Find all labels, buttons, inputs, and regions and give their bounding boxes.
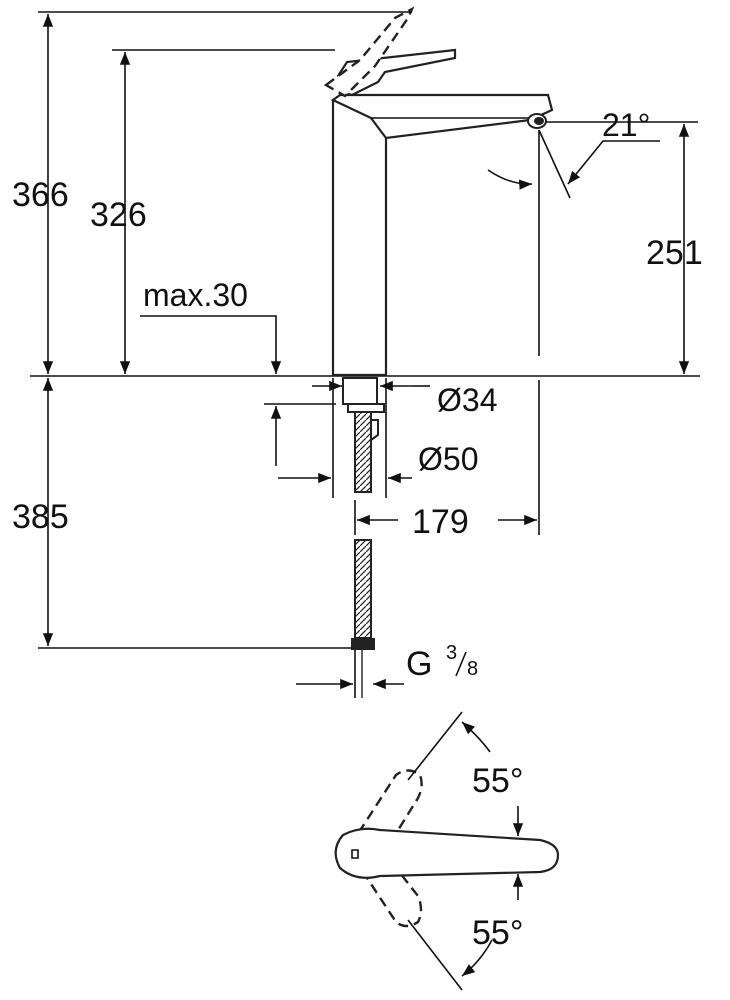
lever-top-view (334, 711, 560, 991)
label-366: 366 (12, 176, 69, 214)
dim-total-height (38, 11, 412, 374)
dim-reach (354, 380, 540, 535)
dim-deck-thickness (140, 315, 336, 466)
label-d34: Ø34 (437, 382, 497, 418)
label-326: 326 (90, 196, 147, 234)
label-thread-num: 3 (446, 642, 457, 664)
label-55deg-bottom: 55° (472, 914, 523, 952)
mounting-assembly (342, 377, 385, 698)
label-55deg-top: 55° (472, 762, 523, 800)
label-21deg: 21° (602, 107, 650, 143)
dim-hose-length (38, 378, 352, 649)
label-thread-g: G (406, 645, 432, 683)
dim-base-diameter (278, 378, 412, 498)
label-385: 385 (12, 498, 69, 536)
label-251: 251 (646, 234, 703, 272)
label-thread-den: 8 (467, 658, 478, 680)
dim-thread (296, 650, 404, 698)
label-max30: max.30 (143, 277, 248, 313)
label-d50: Ø50 (418, 441, 478, 477)
dim-outlet-height (487, 121, 698, 374)
dim-spout-height (112, 49, 335, 374)
label-179: 179 (412, 503, 469, 541)
faucet-body (323, 6, 554, 377)
